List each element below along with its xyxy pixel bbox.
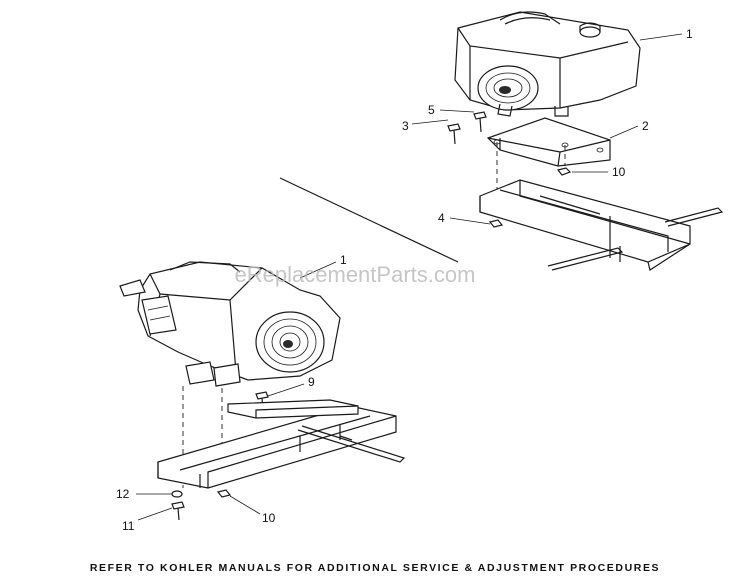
upper-frame-rails [479, 179, 724, 271]
callout-lower-engine: 1 [340, 253, 347, 267]
upper-mounting-plate [486, 117, 611, 167]
lower-frame-rails [157, 399, 406, 489]
leader-lines [136, 33, 683, 521]
callout-upper-bolt-left: 3 [402, 119, 409, 133]
footer-note: REFER TO KOHLER MANUALS FOR ADDITIONAL S… [89, 562, 661, 574]
callout-upper-nut: 10 [612, 165, 626, 179]
upper-bolts-and-nuts [447, 111, 572, 228]
callout-upper-lower-nut: 4 [438, 211, 445, 225]
lower-engine-assembly [119, 261, 341, 387]
callout-upper-plate: 2 [642, 119, 649, 133]
callout-labels: 1 2 3 5 10 4 1 9 12 11 10 [116, 27, 693, 533]
upper-engine-assembly [454, 11, 641, 117]
callout-lower-washer: 12 [116, 487, 130, 501]
callout-upper-bolt-mid: 5 [428, 103, 435, 117]
divider-line [279, 177, 459, 263]
callout-lower-nut: 10 [262, 511, 276, 525]
callout-lower-bolt: 9 [308, 375, 315, 389]
watermark-text: eReplacementParts.com [235, 262, 476, 287]
callout-lower-screw: 11 [122, 519, 135, 533]
callout-upper-engine: 1 [686, 27, 693, 41]
